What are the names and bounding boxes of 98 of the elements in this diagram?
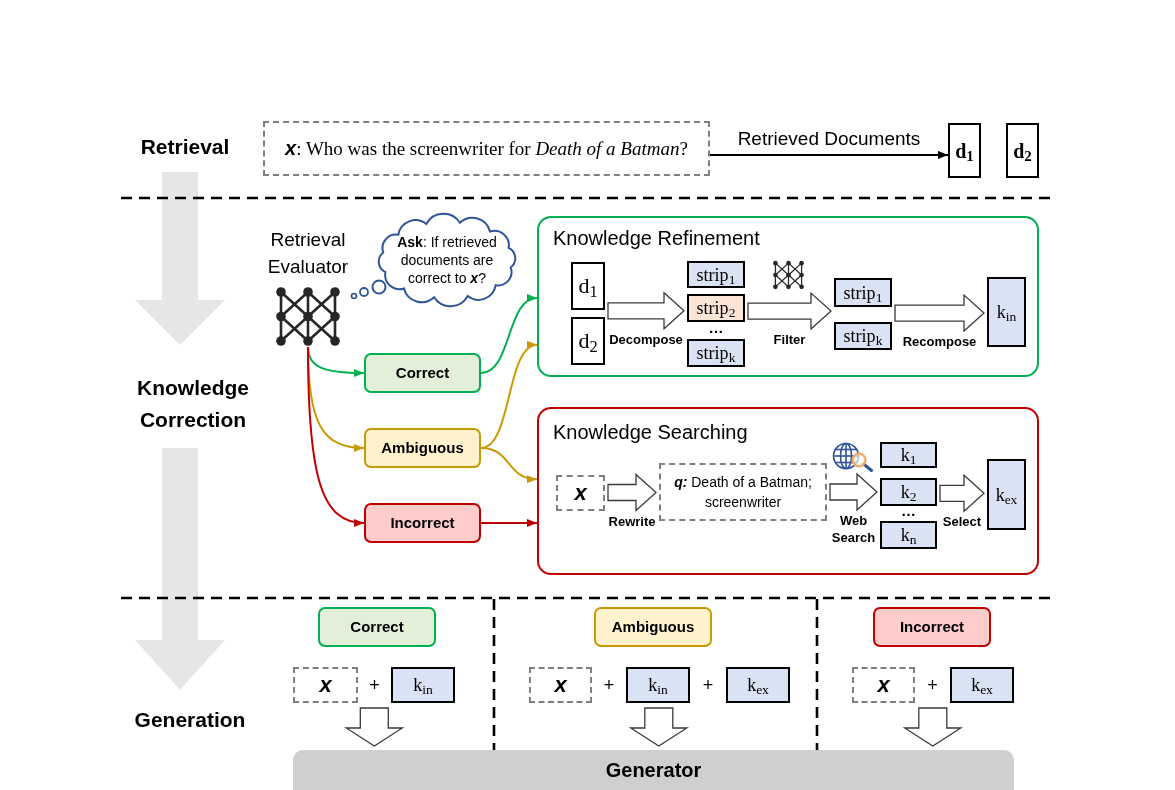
plus-sign: + — [702, 674, 714, 696]
strip-label: strip$_{k}$ — [696, 344, 736, 362]
knowledge-box — [987, 459, 1026, 530]
block-arrow — [628, 707, 689, 747]
block-arrow — [902, 707, 963, 747]
status-tag — [364, 353, 481, 393]
strip-box — [687, 261, 745, 288]
edge-label: Select — [942, 513, 982, 531]
prompt-text: Ask: If retrieved documents are correct to x? — [396, 233, 498, 287]
block-arrow — [894, 293, 985, 333]
document-box — [1006, 123, 1039, 178]
document-box — [948, 123, 981, 178]
strip-label: strip$_{k}$ — [843, 327, 883, 345]
evaluator-label: Retrieval Evaluator — [266, 228, 350, 279]
query-box — [263, 121, 710, 176]
knowledge-label: k$_{ex}$ — [971, 676, 993, 694]
section-label: Knowledge Correction — [136, 375, 250, 433]
document-box — [571, 317, 605, 365]
section-label: Retrieval — [140, 134, 230, 160]
strip-label: strip$_{1}$ — [696, 265, 736, 284]
refinement-panel — [537, 216, 1039, 377]
query-symbol: x — [877, 674, 890, 696]
document-label: d$_{1}$ — [955, 140, 974, 161]
document-box — [571, 262, 605, 310]
knowledge-box — [726, 667, 790, 703]
knowledge-box — [626, 667, 690, 703]
arrow — [480, 447, 538, 483]
section-label: Generation — [134, 707, 246, 733]
status-label: Incorrect — [899, 617, 965, 637]
panel-title: Knowledge Searching — [553, 420, 748, 445]
knowledge-box — [880, 521, 937, 549]
strip-label: strip$_{1}$ — [843, 283, 883, 302]
query-text: q: Death of a Batman; screenwriter — [673, 473, 813, 512]
knowledge-label: k$_{ex}$ — [995, 485, 1018, 504]
search-panel — [537, 407, 1039, 575]
query-symbol: x — [554, 674, 567, 696]
knowledge-label: k$_{1}$ — [900, 446, 917, 464]
knowledge-label: k$_{in}$ — [996, 303, 1017, 321]
edge-label: Filter — [773, 331, 806, 349]
knowledge-box — [950, 667, 1014, 703]
query-box — [293, 667, 358, 703]
plus-sign: + — [603, 674, 615, 696]
edge-label: Retrieved Documents — [737, 127, 921, 151]
knowledge-box — [987, 277, 1026, 347]
arrow — [480, 518, 538, 527]
question-text: x: Who was the screenwriter for Death of a Batman? — [285, 136, 688, 161]
status-tag — [364, 503, 481, 543]
document-label: d$_{2}$ — [1013, 140, 1032, 161]
knowledge-label: k$_{2}$ — [900, 483, 917, 501]
knowledge-label: k$_{in}$ — [648, 676, 668, 694]
rewritten-query-box — [659, 463, 827, 521]
query-box — [556, 475, 605, 511]
generator-bar — [293, 750, 1014, 790]
plus-sign: + — [369, 674, 380, 696]
status-label: Correct — [395, 363, 450, 383]
query-box — [852, 667, 915, 703]
status-label: Correct — [350, 617, 404, 637]
block-arrow — [829, 472, 878, 512]
strip-label: strip$_{2}$ — [696, 299, 736, 317]
arrow — [709, 150, 949, 159]
edge-label: Decompose — [609, 330, 683, 348]
status-label: Ambiguous — [381, 438, 464, 458]
document-label: d$_{2}$ — [578, 330, 598, 352]
knowledge-box — [880, 442, 937, 468]
block-arrow — [939, 473, 985, 513]
knowledge-box — [391, 667, 455, 703]
ellipsis: … — [708, 320, 724, 336]
plus-sign: + — [927, 674, 938, 696]
edge-label: Recompose — [902, 333, 977, 351]
block-arrow — [607, 291, 685, 331]
query-symbol: x — [574, 482, 587, 504]
status-tag — [318, 607, 436, 647]
status-tag — [594, 607, 712, 647]
generator-label: Generator — [605, 758, 702, 783]
strip-box — [834, 322, 892, 350]
knowledge-box — [880, 478, 937, 506]
strip-box — [687, 294, 745, 322]
block-arrow — [344, 707, 405, 747]
query-symbol: x — [319, 674, 332, 696]
knowledge-label: k$_{ex}$ — [747, 676, 769, 694]
arrow — [480, 296, 538, 374]
knowledge-label: k$_{n}$ — [900, 526, 917, 544]
strip-box — [834, 278, 892, 307]
strip-box — [687, 339, 745, 367]
edge-label: Web Search — [830, 512, 877, 546]
status-tag — [873, 607, 991, 647]
block-arrow — [747, 291, 832, 331]
edge-label: Rewrite — [608, 512, 656, 530]
block-arrow — [607, 473, 657, 512]
knowledge-label: k$_{in}$ — [413, 676, 433, 694]
status-tag — [364, 428, 481, 468]
document-label: d$_{1}$ — [578, 275, 598, 297]
ellipsis: … — [901, 503, 916, 519]
arrow — [307, 346, 365, 527]
status-label: Incorrect — [390, 513, 455, 533]
query-box — [529, 667, 592, 703]
status-label: Ambiguous — [611, 617, 695, 637]
panel-title: Knowledge Refinement — [553, 226, 760, 251]
